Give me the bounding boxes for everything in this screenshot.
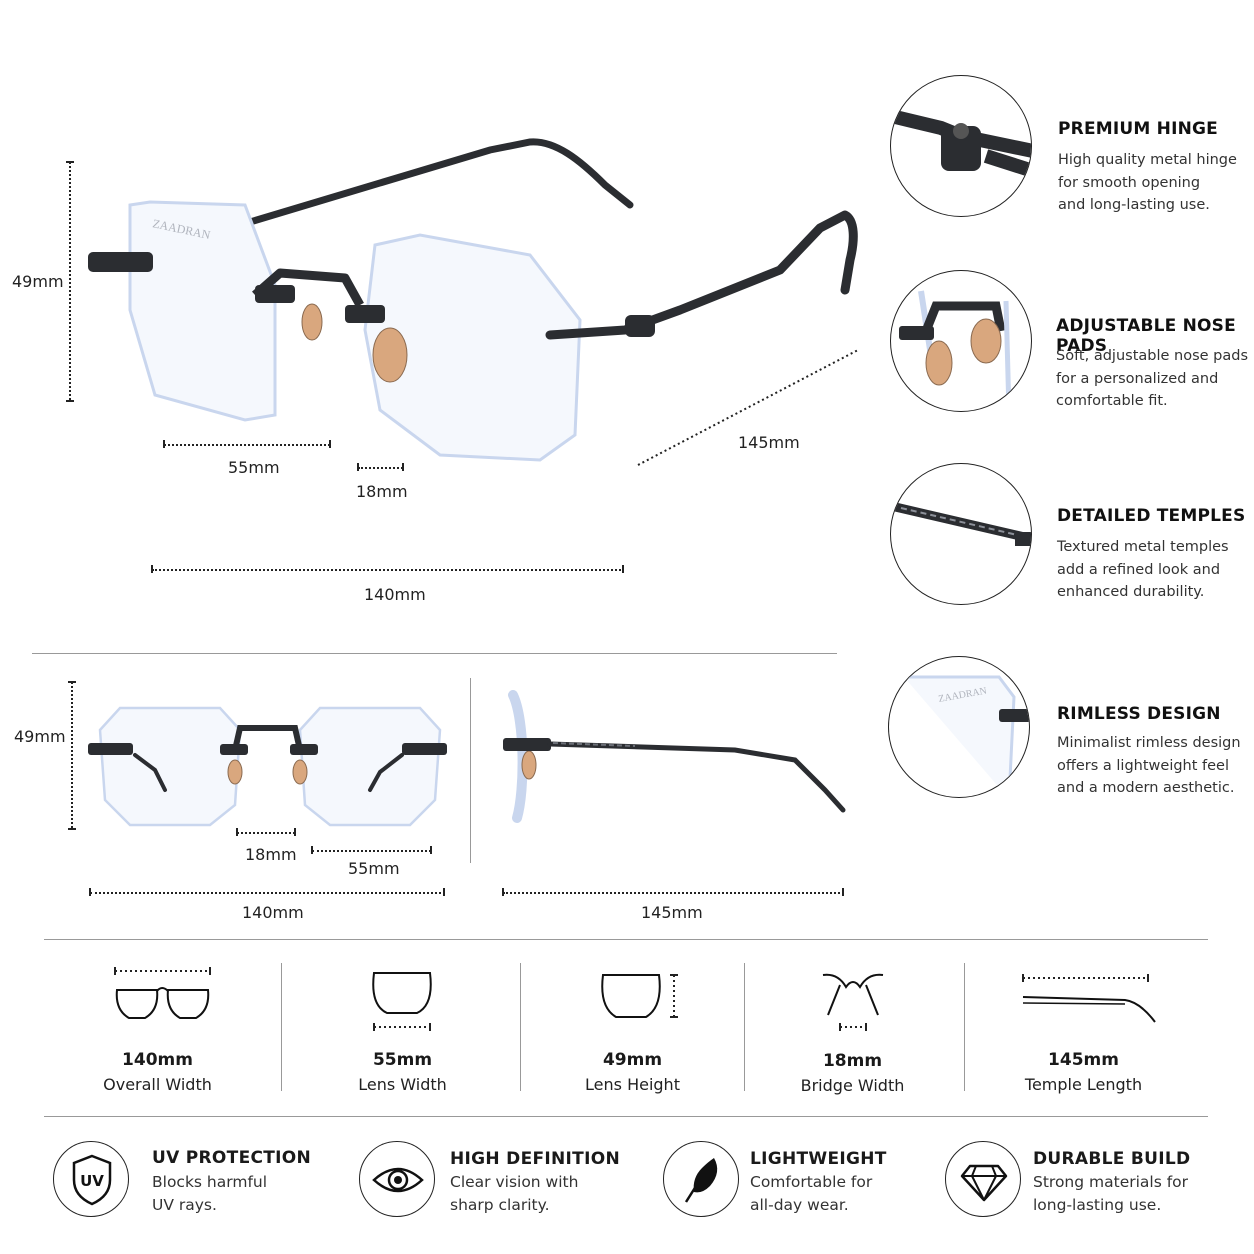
main-overall-width-label: 140mm	[364, 585, 426, 604]
main-temple-length-line	[637, 349, 859, 466]
eye-icon	[372, 1167, 424, 1193]
lightweight-badge	[663, 1141, 739, 1217]
glasses-side-illustration	[503, 690, 846, 823]
durable-badge-title: DURABLE BUILD	[1033, 1149, 1191, 1169]
feature-rimless-image: ZAADRAN	[888, 656, 1030, 798]
divider-specs-bottom	[44, 1116, 1208, 1117]
feature-temples-desc: Textured metal temples add a refined loo…	[1057, 539, 1229, 600]
lens-height-icon	[601, 974, 678, 1018]
front-lens-height-label: 49mm	[14, 727, 66, 746]
divider-specs-top	[44, 939, 1208, 940]
main-lens-width-label: 55mm	[228, 458, 280, 477]
main-lens-height-line	[69, 162, 71, 400]
side-temple-length-label: 145mm	[641, 903, 703, 922]
spec-lens-height-value: 49mm	[602, 1050, 663, 1070]
main-overall-width-line	[152, 569, 624, 571]
main-temple-length-label: 145mm	[738, 433, 800, 452]
spec-divider-3	[744, 963, 745, 1091]
feature-nose-pads-desc: Soft, adjustable nose pads for a persona…	[1056, 348, 1249, 409]
feature-rimless-title: RIMLESS DESIGN	[1057, 704, 1221, 724]
main-bridge-width-line	[358, 467, 403, 469]
front-bridge-width-line	[237, 832, 295, 834]
front-lens-width-line	[312, 850, 431, 852]
main-bridge-width-label: 18mm	[356, 482, 408, 501]
feature-temples-image	[890, 463, 1032, 605]
glasses-front-illustration	[88, 706, 447, 827]
uv-badge-desc: Blocks harmful UV rays.	[152, 1173, 268, 1214]
feature-rimless-desc: Minimalist rimless design offers a light…	[1057, 735, 1241, 796]
uv-badge-title: UV PROTECTION	[152, 1148, 312, 1168]
spec-divider-1	[281, 963, 282, 1091]
divider-views	[470, 678, 471, 863]
feather-icon	[684, 1158, 718, 1203]
front-lens-width-label: 55mm	[348, 859, 400, 878]
glasses-main-illustration: ZAADRAN	[88, 138, 858, 462]
front-overall-width-label: 140mm	[242, 903, 304, 922]
front-overall-width-line	[90, 892, 445, 894]
uv-badge: UV	[53, 1141, 129, 1217]
spec-overall-width-value: 140mm	[122, 1050, 193, 1070]
spec-overall-width-label: Overall Width	[103, 1075, 212, 1094]
feature-nose-pads-image	[890, 270, 1032, 412]
hd-badge	[359, 1141, 435, 1217]
lens-width-icon	[372, 972, 432, 1031]
spec-divider-2	[520, 963, 521, 1091]
main-lens-height-label: 49mm	[12, 272, 64, 291]
feature-hinge-desc: High quality metal hinge for smooth open…	[1058, 152, 1237, 213]
front-lens-height-line	[71, 682, 73, 828]
main-glasses-view: ZAADRAN	[60, 110, 880, 510]
feature-hinge-title: PREMIUM HINGE	[1058, 119, 1218, 139]
bridge-width-icon	[822, 973, 884, 1031]
durable-badge	[945, 1141, 1021, 1217]
spec-divider-4	[964, 963, 965, 1091]
spec-temple-length-label: Temple Length	[1024, 1075, 1143, 1094]
spec-temple-length-value: 145mm	[1048, 1050, 1119, 1070]
diamond-icon	[960, 1164, 1008, 1202]
spec-bridge-width-value: 18mm	[822, 1051, 883, 1071]
temple-length-icon	[1022, 974, 1156, 1023]
lightweight-badge-desc: Comfortable for all-day wear.	[750, 1173, 873, 1214]
main-lens-width-line	[164, 444, 330, 446]
lightweight-badge-title: LIGHTWEIGHT	[750, 1149, 887, 1169]
uv-shield-icon: UV	[80, 1172, 104, 1190]
hd-badge-title: HIGH DEFINITION	[450, 1149, 620, 1169]
side-temple-length-line	[503, 892, 844, 894]
spec-bridge-width-label: Bridge Width	[800, 1076, 905, 1095]
spec-lens-width-label: Lens Width	[358, 1075, 447, 1094]
front-bridge-width-label: 18mm	[245, 845, 297, 864]
feature-nose-pads-title: ADJUSTABLE NOSE PADS	[1056, 316, 1236, 356]
spec-lens-width-value: 55mm	[372, 1050, 433, 1070]
feature-hinge-image	[890, 75, 1032, 217]
durable-badge-desc: Strong materials for long-lasting use.	[1033, 1173, 1189, 1214]
divider-main	[32, 653, 837, 654]
spec-lens-height-label: Lens Height	[585, 1075, 680, 1094]
hd-badge-desc: Clear vision with sharp clarity.	[450, 1173, 579, 1214]
feature-temples-title: DETAILED TEMPLES	[1057, 506, 1246, 526]
overall-width-icon	[114, 967, 211, 1019]
